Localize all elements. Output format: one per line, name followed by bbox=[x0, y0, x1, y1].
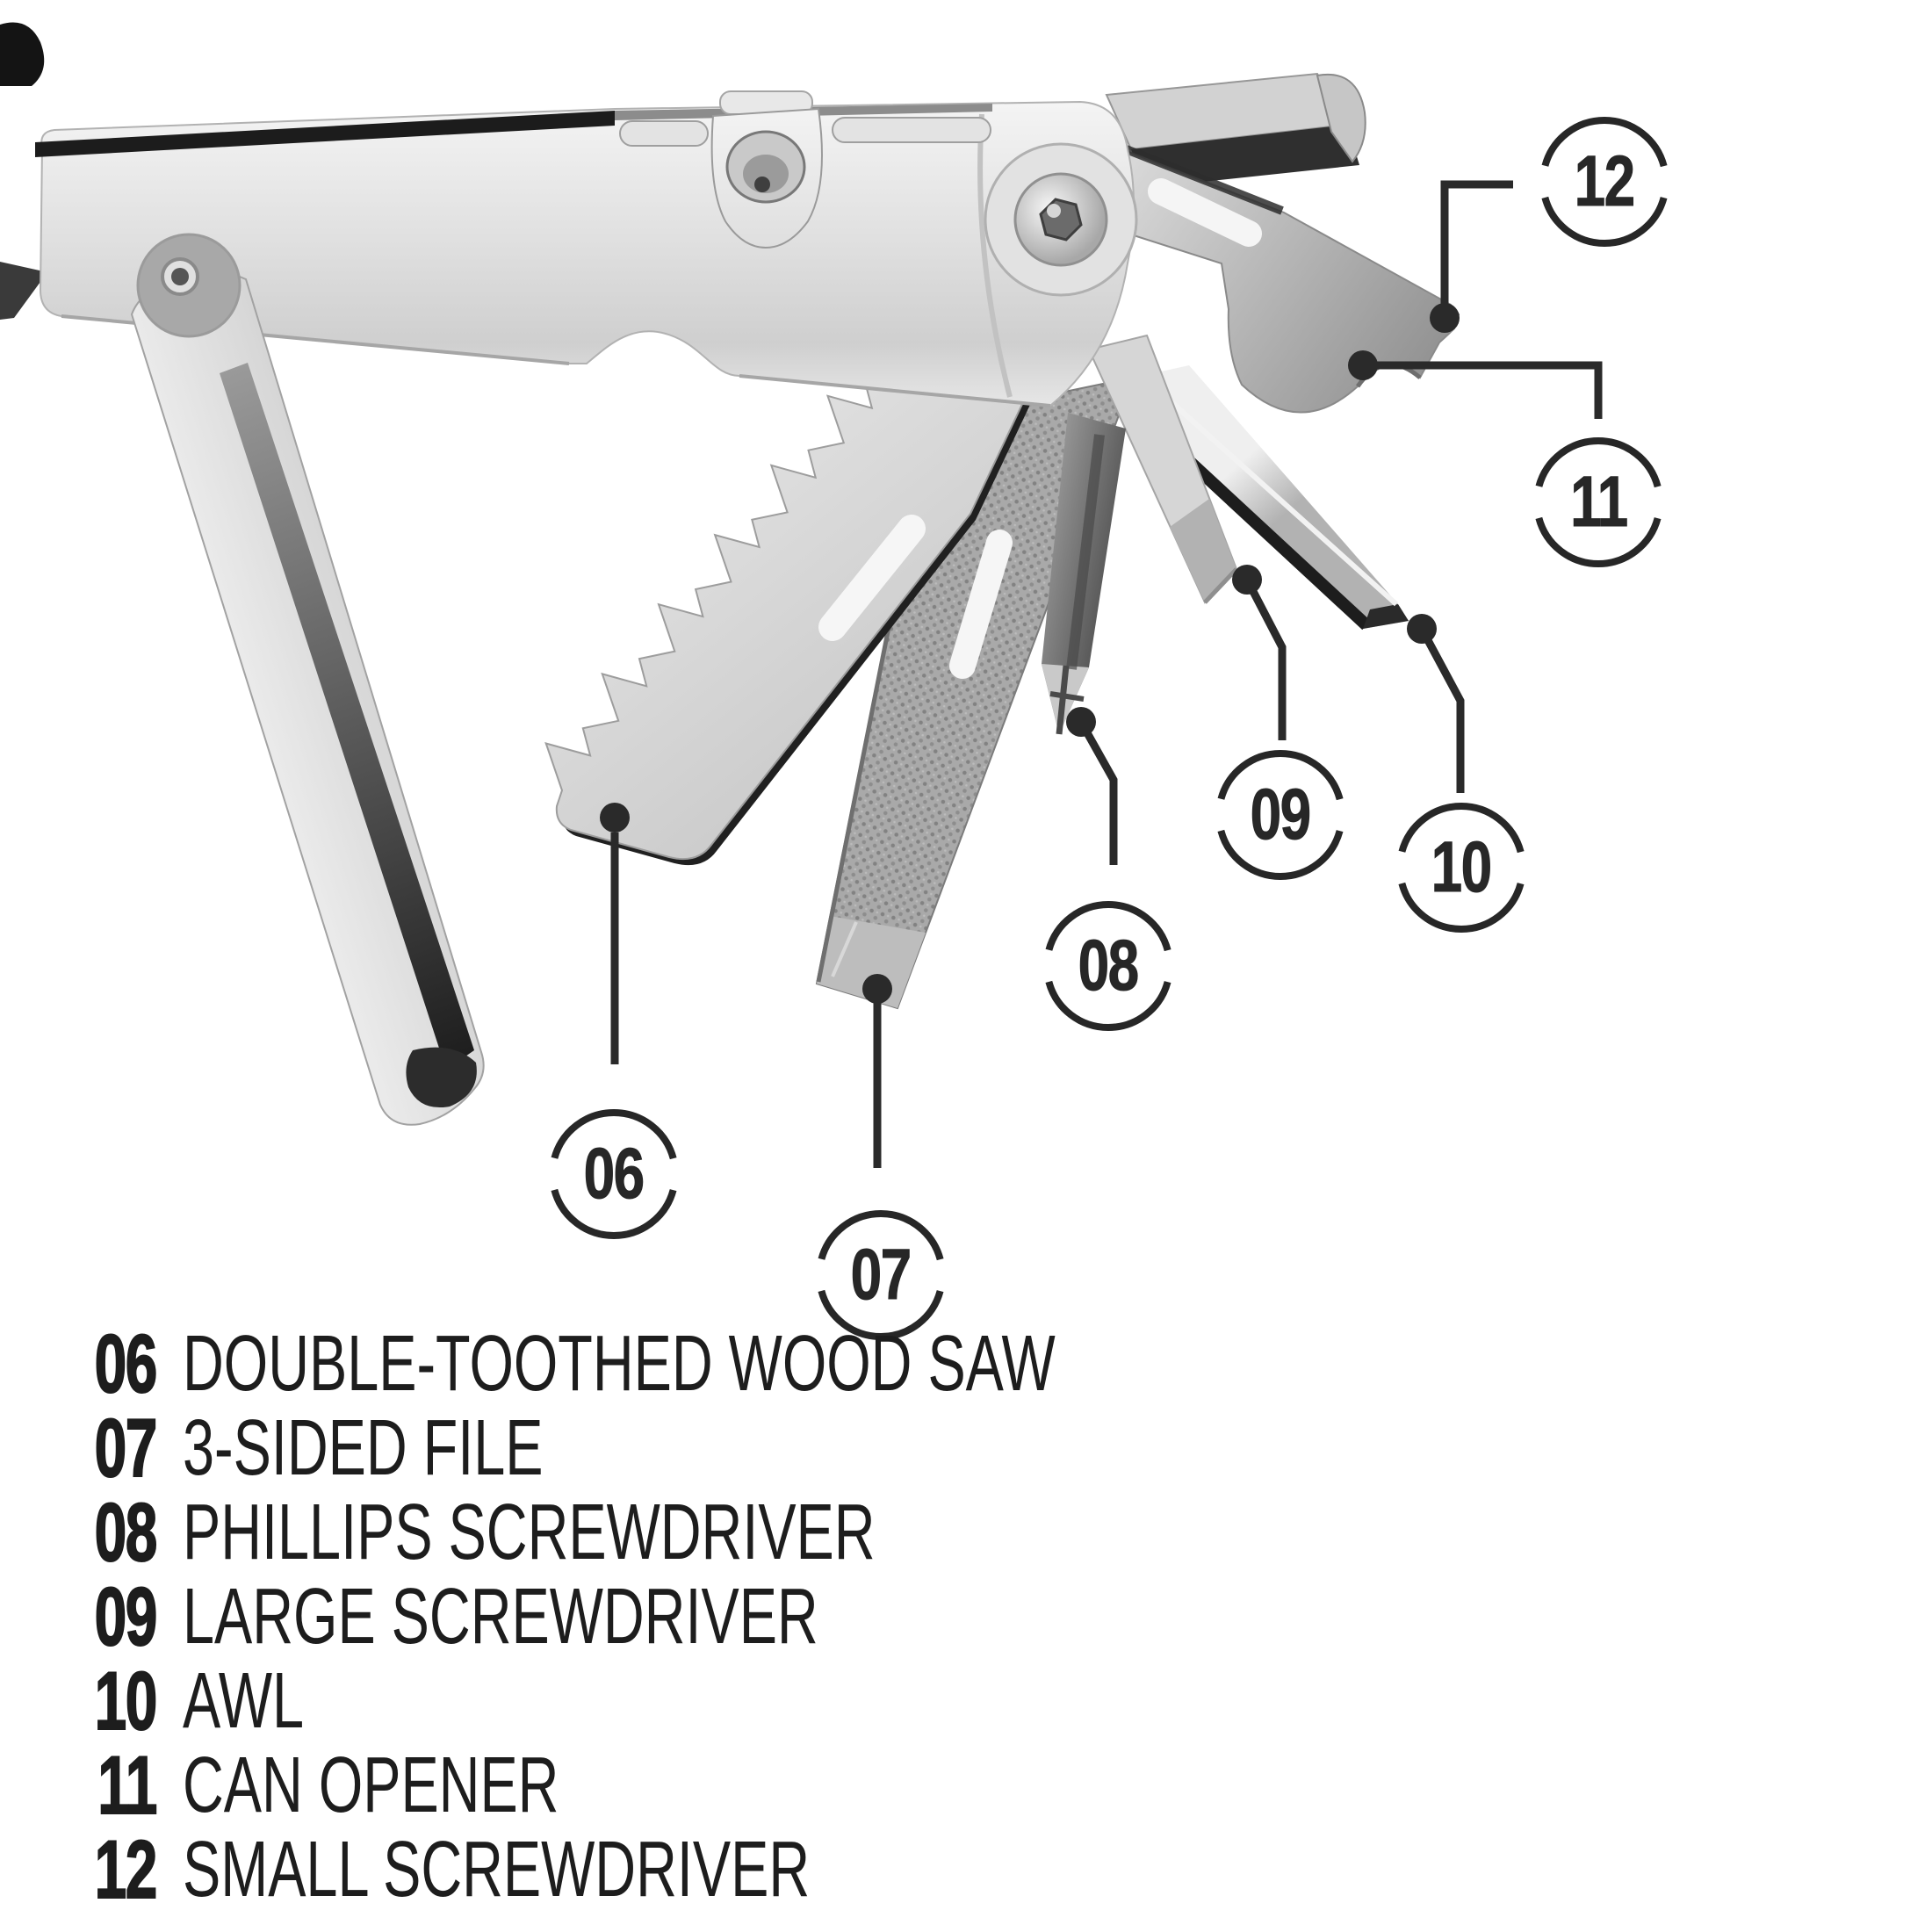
callout-number: 07 bbox=[850, 1235, 912, 1315]
legend-item-number: 11 bbox=[97, 1739, 159, 1831]
leader-10 bbox=[1418, 626, 1465, 793]
file-blade bbox=[815, 376, 1135, 1010]
legend-row: 08 PHILLIPS SCREWDRIVER bbox=[32, 1490, 1144, 1575]
legend-item-label: SMALL SCREWDRIVER bbox=[183, 1826, 811, 1914]
legend-item-label: DOUBLE-TOOTHED WOOD SAW bbox=[183, 1320, 1056, 1408]
legend-row: 09 LARGE SCREWDRIVER bbox=[32, 1575, 1065, 1659]
callout-circle-11 bbox=[1533, 437, 1663, 567]
plier-handle bbox=[35, 90, 1135, 407]
phillips-screwdriver-tool bbox=[1042, 413, 1126, 735]
leader-08 bbox=[1078, 719, 1118, 865]
tool-slot bbox=[949, 530, 1013, 679]
tool-slot bbox=[1148, 178, 1262, 247]
callout-bubble-10: 10 bbox=[1395, 802, 1527, 934]
legend-row: 07 3-SIDED FILE bbox=[32, 1406, 683, 1490]
callout-circle-07 bbox=[816, 1210, 946, 1340]
legend-item-number: 08 bbox=[94, 1486, 158, 1578]
callout-bubble-12: 12 bbox=[1539, 116, 1670, 248]
callout-circles bbox=[549, 117, 1669, 1340]
legend-item-number: 06 bbox=[94, 1317, 158, 1409]
legend-item-label: LARGE SCREWDRIVER bbox=[183, 1573, 818, 1661]
callout-bubble-11: 11 bbox=[1532, 436, 1664, 568]
callout-bubble-08: 08 bbox=[1042, 900, 1174, 1032]
handle-top-edge bbox=[35, 111, 615, 157]
legend-item-label: 3-SIDED FILE bbox=[183, 1404, 544, 1492]
callout-number: 12 bbox=[1574, 141, 1636, 221]
leader-lines bbox=[610, 180, 1603, 1168]
callout-bubble-07: 07 bbox=[815, 1209, 947, 1341]
callout-number: 10 bbox=[1431, 827, 1493, 907]
callout-circle-10 bbox=[1396, 803, 1526, 933]
legend-item-number: 07 bbox=[94, 1402, 158, 1494]
callout-circle-08 bbox=[1043, 901, 1173, 1031]
legend-item-label: PHILLIPS SCREWDRIVER bbox=[183, 1489, 876, 1576]
handle-lock-tab bbox=[710, 90, 823, 249]
legend-row: 11 CAN OPENER bbox=[32, 1743, 705, 1827]
legend-item-label: CAN OPENER bbox=[183, 1741, 559, 1829]
leader-dots bbox=[600, 303, 1460, 1004]
legend-row: 12 SMALL SCREWDRIVER bbox=[32, 1827, 1054, 1912]
callout-number: 08 bbox=[1078, 926, 1140, 1006]
legend-row: 10 AWL bbox=[32, 1659, 351, 1743]
leader-09 bbox=[1244, 577, 1287, 740]
plier-head-fragment bbox=[0, 22, 47, 320]
legend-item-number: 10 bbox=[94, 1654, 158, 1747]
handle-body bbox=[39, 100, 1135, 407]
callout-circle-06 bbox=[549, 1109, 679, 1239]
callout-circle-12 bbox=[1539, 117, 1669, 247]
callout-number: 11 bbox=[1569, 462, 1628, 542]
legend-row: 06 DOUBLE-TOOTHED WOOD SAW bbox=[32, 1322, 1395, 1406]
callout-bubble-09: 09 bbox=[1215, 749, 1346, 881]
kick-lever bbox=[130, 233, 485, 1126]
pivot-bolt bbox=[984, 142, 1138, 297]
callout-bubble-06: 06 bbox=[548, 1108, 680, 1240]
legend-item-number: 12 bbox=[94, 1823, 158, 1915]
leader-12 bbox=[1440, 180, 1513, 318]
leader-11 bbox=[1363, 361, 1603, 419]
callout-number: 09 bbox=[1250, 775, 1312, 854]
wood-saw-blade bbox=[544, 251, 1090, 866]
callout-number: 06 bbox=[583, 1134, 645, 1214]
legend-item-label: AWL bbox=[183, 1657, 305, 1745]
callout-circle-09 bbox=[1215, 750, 1345, 880]
legend-item-number: 09 bbox=[94, 1570, 158, 1662]
tool-slot bbox=[818, 515, 926, 641]
